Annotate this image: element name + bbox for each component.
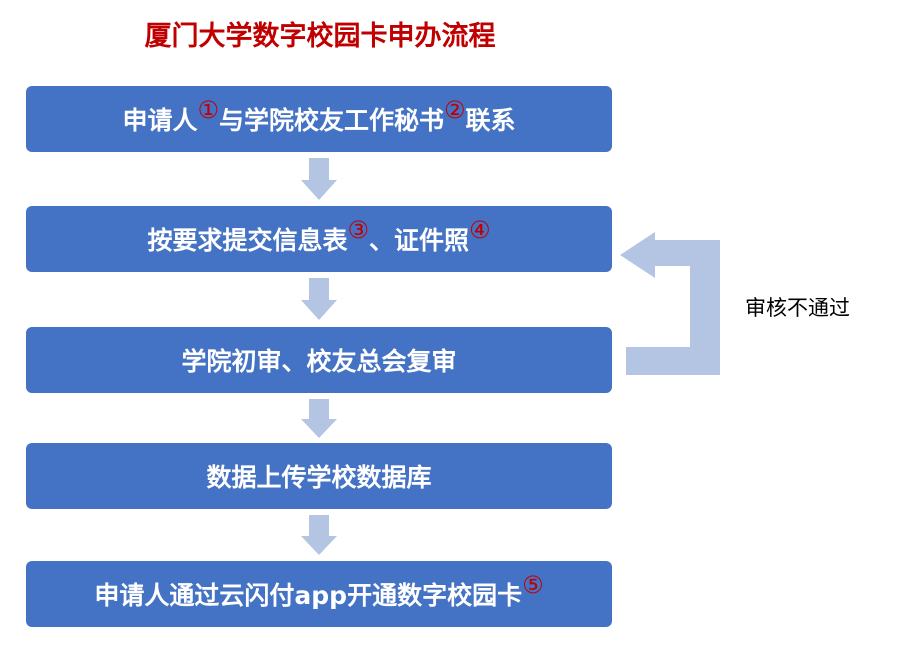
step-text: 数据上传学校数据库 <box>206 463 432 492</box>
step-3-box: 学院初审、校友总会复审 <box>26 327 612 393</box>
down-arrow-3 <box>301 399 337 438</box>
step-text: 申请人 <box>122 106 198 135</box>
step-text: 申请人通过云闪付app开通数字校园卡 <box>94 581 523 610</box>
step-text: 联系 <box>465 106 516 135</box>
note-marker: ① <box>197 96 219 124</box>
loop-back-arrow <box>620 232 720 375</box>
page-title: 厦门大学数字校园卡申办流程 <box>144 21 496 52</box>
note-marker: ③ <box>347 216 369 244</box>
step-text: 按要求提交信息表 <box>147 226 348 255</box>
step-text: 与学院校友工作秘书 <box>218 106 444 135</box>
note-marker: ② <box>444 96 466 124</box>
note-marker: ⑤ <box>522 571 544 599</box>
loop-label: 审核不通过 <box>745 296 850 320</box>
note-marker: ④ <box>469 216 491 244</box>
step-4-box: 数据上传学校数据库 <box>26 443 612 509</box>
down-arrow-4 <box>301 515 337 555</box>
step-text: 、证件照 <box>369 226 470 255</box>
down-arrow-1 <box>301 158 337 200</box>
down-arrow-2 <box>301 278 337 320</box>
step-text: 学院初审、校友总会复审 <box>181 347 457 376</box>
